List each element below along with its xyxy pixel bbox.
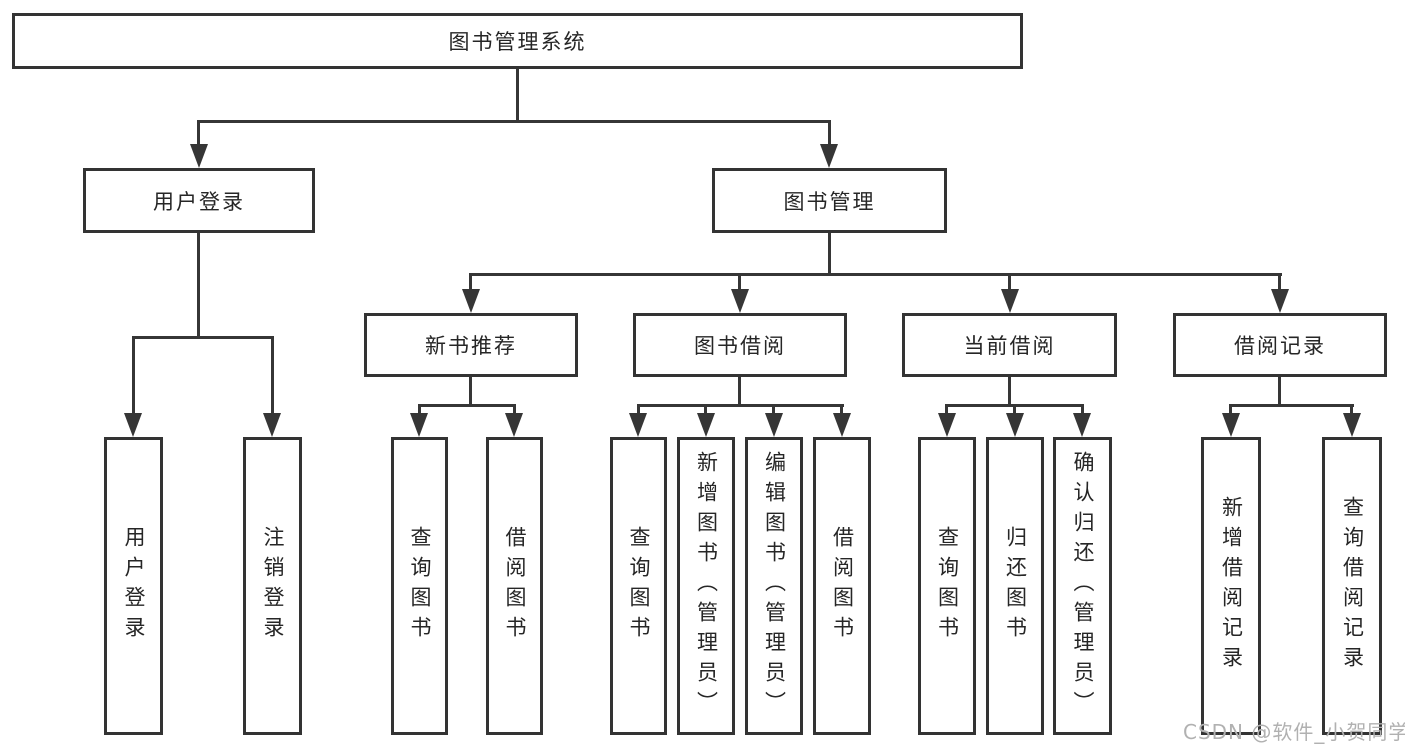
connector-arrow-stem	[1008, 273, 1011, 291]
arrow-down-icon	[697, 413, 715, 437]
leaf-borrowing-edit-books-admin: 编辑图书（管理员）	[745, 437, 803, 735]
connector-recommend-bar	[418, 404, 516, 407]
connector-records-stem	[1278, 377, 1281, 407]
arrow-down-icon	[505, 413, 523, 437]
node-user-login-group: 用户登录	[83, 168, 315, 233]
connector-mgmt-group-stem	[828, 233, 831, 276]
leaf-recommend-query-books: 查询图书	[391, 437, 448, 735]
connector-arrow-stem	[1013, 404, 1016, 416]
arrow-down-icon	[462, 289, 480, 313]
arrow-down-icon	[629, 413, 647, 437]
leaf-records-add-record: 新增借阅记录	[1201, 437, 1261, 735]
connector-arrow-stem	[1229, 404, 1232, 416]
arrow-down-icon	[1222, 413, 1240, 437]
arrow-down-icon	[731, 289, 749, 313]
leaf-current-confirm-return-admin: 确认归还（管理员）	[1053, 437, 1112, 735]
connector-arrow-stem	[637, 404, 640, 416]
leaf-recommend-borrow-books: 借阅图书	[486, 437, 543, 735]
connector-arrow-stem	[704, 404, 707, 416]
connector-arrow-stem	[469, 273, 472, 291]
connector-arrow-stem	[772, 404, 775, 416]
node-borrow-records: 借阅记录	[1173, 313, 1387, 377]
leaf-borrowing-add-books-admin: 新增图书（管理员）	[677, 437, 735, 735]
arrow-down-icon	[124, 413, 142, 437]
connector-recommend-stem	[469, 377, 472, 407]
connector-user-group-stem	[197, 233, 200, 339]
arrow-down-icon	[1073, 413, 1091, 437]
csdn-watermark: CSDN @软件_小贺同学	[1183, 720, 1405, 744]
connector-arrow-stem	[828, 120, 831, 146]
connector-arrow-stem	[945, 404, 948, 416]
connector-user-bar	[132, 336, 274, 339]
leaf-logout: 注销登录	[243, 437, 302, 735]
connector-level1-bar	[197, 120, 831, 123]
connector-arrow-stem	[197, 120, 200, 146]
arrow-down-icon	[1006, 413, 1024, 437]
connector-borrowing-bar	[637, 404, 844, 407]
arrow-down-icon	[263, 413, 281, 437]
leaf-borrowing-query-books: 查询图书	[610, 437, 667, 735]
connector-root-stem	[516, 69, 519, 123]
connector-arrow-stem	[1081, 404, 1084, 416]
node-book-borrowing: 图书借阅	[633, 313, 847, 377]
node-book-management-group: 图书管理	[712, 168, 947, 233]
connector-arrow-stem	[271, 336, 274, 416]
node-new-book-recommend: 新书推荐	[364, 313, 578, 377]
arrow-down-icon	[765, 413, 783, 437]
connector-borrowing-stem	[738, 377, 741, 407]
leaf-user-login: 用户登录	[104, 437, 163, 735]
connector-arrow-stem	[1350, 404, 1353, 416]
arrow-down-icon	[1001, 289, 1019, 313]
connector-arrow-stem	[513, 404, 516, 416]
arrow-down-icon	[410, 413, 428, 437]
node-current-borrowing: 当前借阅	[902, 313, 1117, 377]
connector-mgmt-bar	[469, 273, 1282, 276]
arrow-down-icon	[833, 413, 851, 437]
connector-records-bar	[1229, 404, 1354, 407]
connector-current-stem	[1008, 377, 1011, 407]
leaf-current-query-books: 查询图书	[918, 437, 976, 735]
connector-arrow-stem	[1278, 273, 1281, 291]
connector-arrow-stem	[132, 336, 135, 416]
connector-arrow-stem	[840, 404, 843, 416]
leaf-current-return-books: 归还图书	[986, 437, 1044, 735]
connector-arrow-stem	[418, 404, 421, 416]
arrow-down-icon	[190, 144, 208, 168]
connector-arrow-stem	[738, 273, 741, 291]
leaf-records-query-record: 查询借阅记录	[1322, 437, 1382, 735]
leaf-borrowing-borrow-books: 借阅图书	[813, 437, 871, 735]
node-library-system: 图书管理系统	[12, 13, 1023, 69]
arrow-down-icon	[820, 144, 838, 168]
arrow-down-icon	[1271, 289, 1289, 313]
arrow-down-icon	[1343, 413, 1361, 437]
arrow-down-icon	[938, 413, 956, 437]
